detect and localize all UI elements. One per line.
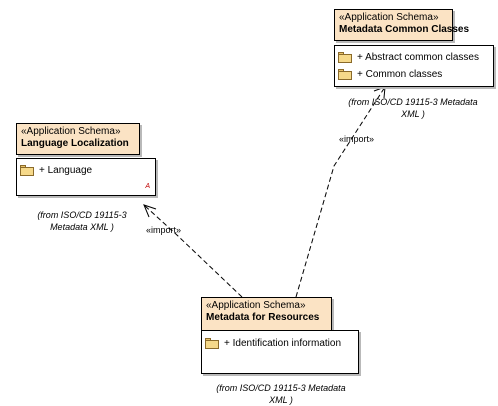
package-language-localization[interactable]: «Application Schema» Language Localizati…: [16, 123, 156, 197]
import-dependency-line-common[interactable]: [295, 86, 386, 298]
origin-line: XML ): [401, 109, 425, 119]
folder-icon: [20, 164, 34, 176]
package-origin-note: (from ISO/CD 19115-3 Metadata XML ): [330, 96, 496, 120]
package-item-label: + Common classes: [357, 68, 443, 80]
origin-line: (from ISO/CD 19115-3 Metadata: [348, 97, 478, 107]
origin-line: XML ): [269, 395, 293, 405]
import-label-language: «import»: [146, 225, 182, 235]
package-name: Language Localization: [21, 138, 129, 149]
package-metadata-for-resources[interactable]: «Application Schema» Metadata for Resour…: [201, 297, 359, 375]
package-item-label: + Identification information: [224, 337, 342, 349]
import-label-common: «import»: [339, 134, 375, 144]
abstract-indicator: A: [145, 183, 150, 190]
package-tab: «Application Schema» Language Localizati…: [16, 123, 140, 155]
import-arrowhead-common: [373, 86, 386, 99]
origin-line: (from ISO/CD 19115-3 Metadata: [216, 383, 346, 393]
import-dependency-line-language[interactable]: [143, 204, 243, 298]
package-item[interactable]: + Identification information: [205, 336, 341, 350]
package-item[interactable]: + Abstract common classes: [338, 50, 479, 64]
package-tab: «Application Schema» Metadata for Resour…: [201, 297, 332, 331]
package-body: + Abstract common classes + Common class…: [334, 45, 494, 87]
package-name: Metadata Common Classes: [339, 24, 470, 35]
package-stereotype: «Application Schema»: [339, 12, 439, 23]
package-origin-note: (from ISO/CD 19115-3 Metadata XML ): [22, 209, 142, 233]
origin-line: (from ISO/CD 19115-3: [37, 210, 127, 220]
package-name: Metadata for Resources: [206, 312, 320, 323]
package-item[interactable]: + Common classes: [338, 67, 442, 81]
package-stereotype: «Application Schema»: [206, 300, 306, 311]
package-metadata-common-classes[interactable]: «Application Schema» Metadata Common Cla…: [334, 9, 494, 89]
package-body: + Language A: [16, 158, 156, 196]
origin-line: Metadata XML ): [50, 222, 114, 232]
package-item[interactable]: + Language: [20, 163, 92, 177]
package-origin-note: (from ISO/CD 19115-3 Metadata XML ): [198, 382, 364, 406]
package-stereotype: «Application Schema»: [21, 126, 121, 137]
package-body: + Identification information: [201, 330, 359, 374]
import-arrowhead-language: [143, 204, 157, 218]
package-item-label: + Language: [39, 164, 93, 176]
package-tab: «Application Schema» Metadata Common Cla…: [334, 9, 470, 41]
folder-icon: [205, 337, 219, 349]
package-item-label: + Abstract common classes: [357, 51, 479, 63]
folder-icon: [338, 68, 352, 80]
folder-icon: [338, 51, 352, 63]
